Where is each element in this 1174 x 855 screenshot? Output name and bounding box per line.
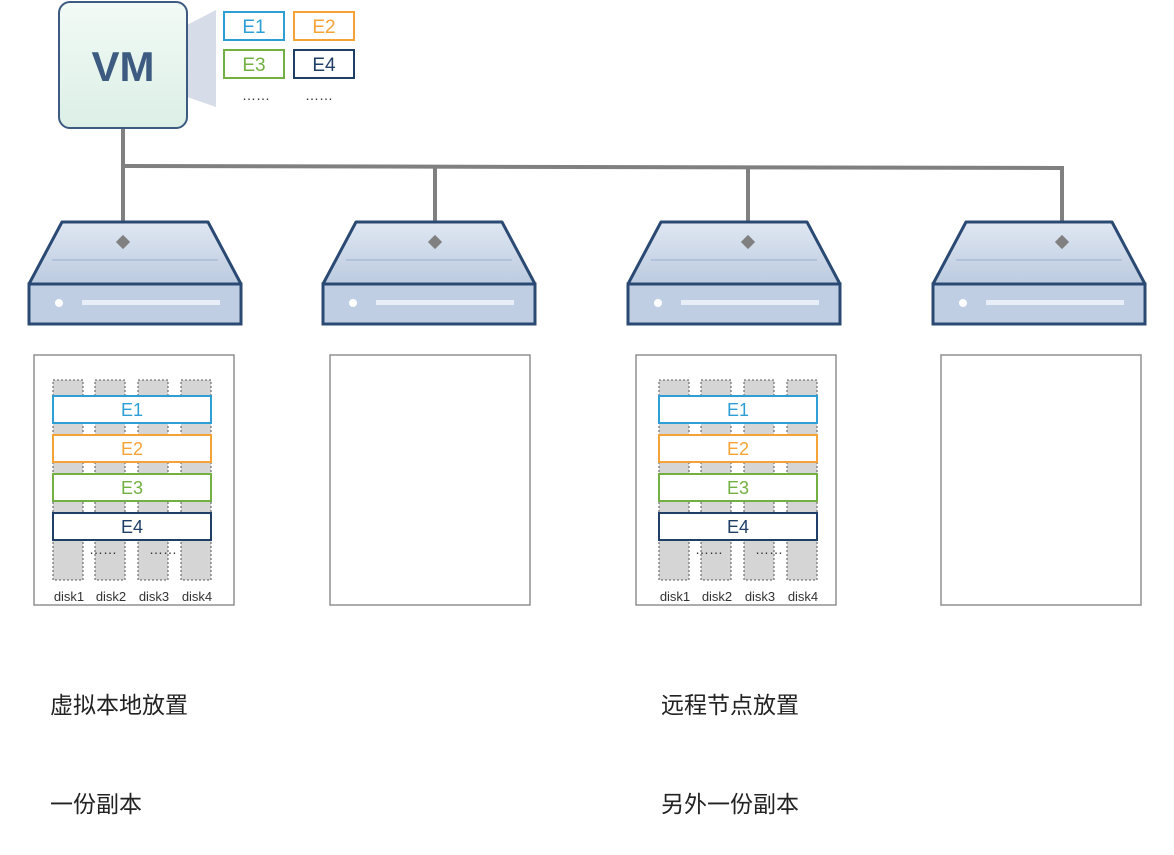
legend-e3-box [223,49,285,79]
caption-remote-line1: 远程节点放置 [661,693,799,719]
caption-remote: 远程节点放置 另外一份副本 [661,624,799,855]
vm-box [58,1,188,129]
local-disk-1-label: disk1 [54,589,84,604]
local-disk-2-label: disk2 [96,589,126,604]
remote-disk-2-label: disk2 [702,589,732,604]
server-3 [626,220,842,326]
server-1-slot [82,300,220,305]
remote-disk-1-label: disk1 [660,589,690,604]
local-extent-2-label: E2 [121,439,143,459]
legend-e1-box [223,11,285,41]
legend-e3-label: E3 [242,55,265,76]
server-3-led [654,299,662,307]
caption-remote-line2: 另外一份副本 [661,792,799,818]
server-3-slot [681,300,819,305]
remote-extent-3-label: E3 [727,478,749,498]
remote-more-2: …… [755,541,783,557]
legend-e2-box [293,11,355,41]
server-1-led [55,299,63,307]
server-4-slot [986,300,1124,305]
storage-panel-4 [940,354,1142,606]
remote-extent-4-bar [658,512,818,541]
server-2-top [321,220,537,286]
local-more-1: …… [89,541,117,557]
server-3-top [626,220,842,286]
caption-local-line1: 虚拟本地放置 [50,693,188,719]
replica-placement-diagram: VM E1 E2 E3 E4 …… …… [27,1,1147,606]
server-1-top [27,220,243,286]
local-extent-3-bar [52,473,212,502]
remote-extent-1-bar [658,395,818,424]
storage-panel-2 [329,354,531,606]
network-bus [122,164,1064,240]
local-extent-4-bar [52,512,212,541]
legend-e4-box [293,49,355,79]
remote-extent-3-bar [658,473,818,502]
server-1 [27,220,243,326]
legend-e4-label: E4 [312,55,336,76]
remote-disk-3-label: disk3 [745,589,775,604]
legend-e1-label: E1 [242,17,265,38]
local-disk-4-label: disk4 [182,589,212,604]
server-2-slot [376,300,514,305]
server-4 [931,220,1147,326]
remote-disk-4-label: disk4 [788,589,818,604]
legend-e2-label: E2 [312,17,335,38]
network-lines [121,128,1064,240]
local-extent-1-bar [52,395,212,424]
vm-label: VM [92,43,155,90]
legend-more-1: …… [242,87,270,103]
caption-local: 虚拟本地放置 一份副本 [50,624,188,855]
local-disk-3-label: disk3 [139,589,169,604]
remote-extent-2-label: E2 [727,439,749,459]
remote-extent-2-bar [658,434,818,463]
server-4-top [931,220,1147,286]
server-4-led [959,299,967,307]
local-extent-3-label: E3 [121,478,143,498]
remote-extent-4-label: E4 [727,517,749,537]
local-extent-4-label: E4 [121,517,143,537]
remote-extent-1-label: E1 [727,400,749,420]
vm-callout [187,10,216,107]
server-2-led [349,299,357,307]
remote-more-1: …… [695,541,723,557]
local-extent-1-label: E1 [121,400,143,420]
legend: E1 E2 E3 E4 …… …… [223,11,355,103]
local-extent-2-bar [52,434,212,463]
local-more-2: …… [149,541,177,557]
link-connectors [115,234,1070,250]
caption-local-line2: 一份副本 [50,792,142,818]
legend-more-2: …… [305,87,333,103]
server-2 [321,220,537,326]
